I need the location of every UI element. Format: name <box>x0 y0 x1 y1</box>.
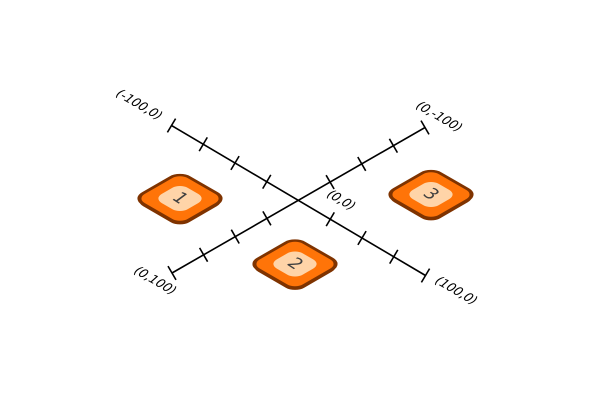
tick-mark <box>198 136 208 152</box>
tile-2-inner-panel <box>273 251 317 277</box>
tile-3-inner-panel <box>409 182 453 207</box>
x-axis-positive-label: (100,0) <box>432 273 481 308</box>
tick-mark <box>325 174 335 190</box>
tile-1-inner-panel <box>158 186 202 211</box>
x-axis-ticks <box>166 118 431 283</box>
tick-mark <box>262 211 272 226</box>
tick-mark <box>166 118 177 133</box>
tick-mark <box>357 156 367 172</box>
tick-mark <box>167 265 177 281</box>
tick-mark <box>388 138 399 154</box>
tick-mark <box>198 247 209 263</box>
tile-2[interactable]: 2 <box>249 237 341 293</box>
y-axis-ticks <box>167 120 430 281</box>
x-axis-negative-label: (-100,0) <box>113 86 166 123</box>
origin-label: (0,0) <box>324 186 359 213</box>
tick-mark <box>420 120 430 135</box>
tick-mark <box>357 230 367 246</box>
y-axis-positive-label: (0,100) <box>131 263 180 298</box>
tick-mark <box>262 174 272 190</box>
y-axis-line <box>171 126 426 274</box>
tick-mark <box>230 155 240 171</box>
tick-mark <box>389 249 399 265</box>
tick-mark <box>325 211 335 227</box>
tile-3[interactable]: 3 <box>385 168 477 224</box>
tick-mark <box>230 229 240 244</box>
tile-1[interactable]: 1 <box>134 172 226 228</box>
tick-mark <box>420 268 431 283</box>
